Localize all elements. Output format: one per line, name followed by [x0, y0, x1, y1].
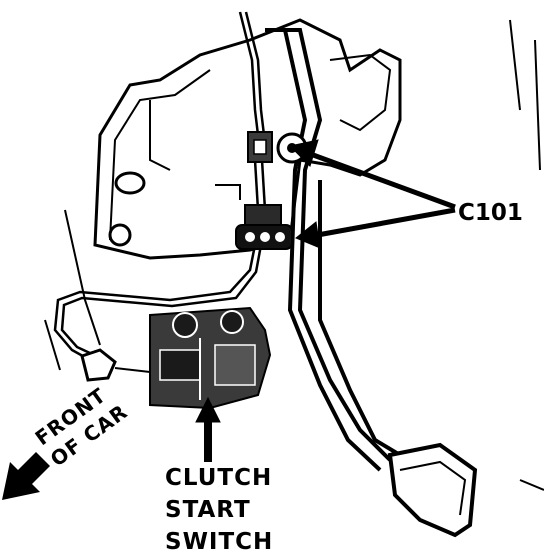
switch-pointer-arrow — [195, 396, 221, 462]
clutch-start-switch-label: CLUTCH START SWITCH — [165, 462, 273, 558]
c101-connector-upper — [247, 131, 273, 163]
switch-label-line-1: CLUTCH — [165, 465, 273, 491]
front-of-car-arrow — [2, 452, 50, 500]
c101-connector-lower — [235, 204, 293, 250]
clutch-pedal-pad — [387, 442, 478, 538]
wiring-harness — [53, 11, 267, 362]
c101-pointer-arrows — [288, 139, 456, 249]
switch-label-line-2: START — [165, 497, 251, 523]
clutch-start-switch — [149, 306, 272, 410]
dash-edge — [44, 19, 544, 491]
switch-label-line-3: SWITCH — [165, 529, 274, 555]
harness-plug — [80, 348, 151, 382]
c101-label: C101 — [458, 200, 523, 226]
